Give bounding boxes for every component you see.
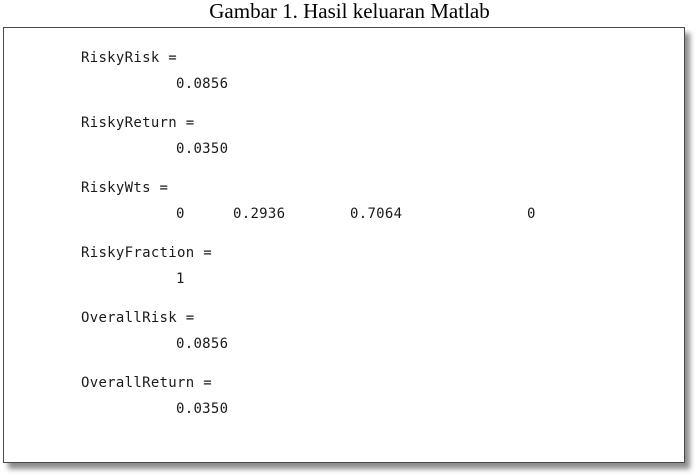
weight-value: 0.7064: [350, 206, 403, 222]
variable-value: 0.0856: [176, 76, 229, 92]
figure-caption: Gambar 1. Hasil keluaran Matlab: [209, 0, 490, 23]
variable-value: 0.0856: [176, 336, 229, 352]
variable-value: 1: [176, 271, 185, 287]
weight-value: 0.2936: [233, 206, 286, 222]
matlab-output-figure: RiskyRisk = 0.0856 RiskyReturn = 0.0350 …: [3, 27, 685, 463]
variable-value: 0.0350: [176, 141, 229, 157]
variable-name: RiskyReturn =: [81, 115, 195, 131]
variable-value: 0.0350: [176, 401, 229, 417]
weight-value: 0: [527, 206, 536, 222]
variable-name: RiskyRisk =: [81, 50, 178, 66]
weights-vector: 0 0.2936 0.7064 0: [81, 206, 581, 226]
weight-value: 0: [176, 206, 185, 222]
variable-name: OverallRisk =: [81, 310, 195, 326]
variable-name: RiskyWts =: [81, 180, 169, 196]
variable-name: OverallReturn =: [81, 375, 212, 391]
variable-name: RiskyFraction =: [81, 245, 212, 261]
